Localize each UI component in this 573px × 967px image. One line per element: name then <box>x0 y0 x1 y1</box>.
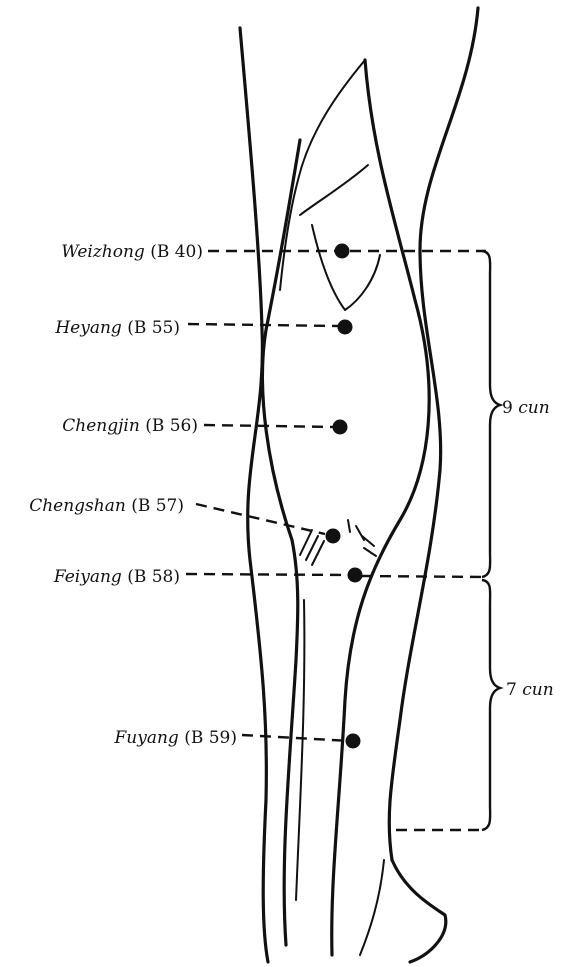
calf-belly-line <box>300 165 368 215</box>
leader-fuyang <box>242 735 350 741</box>
leader-chengshan <box>196 504 325 534</box>
heel-outline <box>392 860 446 962</box>
leader-chengjin <box>204 425 336 427</box>
point-heyang <box>338 320 353 335</box>
calf-inner-left <box>262 140 300 945</box>
leader-feiyang <box>186 574 350 575</box>
point-feiyang <box>348 568 363 583</box>
point-labels: Weizhong (B 40) Heyang (B 55) Chengjin (… <box>29 242 237 748</box>
leg-outline-left <box>240 28 268 962</box>
measure-9-cun: 9 cun <box>502 398 550 418</box>
bracket-7-cun <box>482 580 500 830</box>
popliteal-fold <box>312 225 380 310</box>
calf-inner-right <box>332 60 429 955</box>
measurement-brackets <box>482 251 500 830</box>
chengshan-hatching <box>300 520 376 565</box>
acupoints <box>326 244 363 749</box>
point-weizhong <box>335 244 350 259</box>
label-chengshan: Chengshan (B 57) <box>29 496 184 516</box>
measure-7-cun: 7 cun <box>506 680 554 700</box>
leader-feiyang-extension <box>362 576 486 577</box>
label-heyang: Heyang (B 55) <box>54 318 180 338</box>
bracket-9-cun <box>482 251 500 577</box>
measurement-labels: 9 cun 7 cun <box>502 398 554 700</box>
point-chengshan <box>326 529 341 544</box>
label-chengjin: Chengjin (B 56) <box>62 416 198 436</box>
label-feiyang: Feiyang (B 58) <box>53 567 180 587</box>
leg-illustration <box>240 8 478 962</box>
leader-heyang <box>188 324 340 326</box>
point-chengjin <box>333 420 348 435</box>
heel-inner <box>360 860 384 955</box>
point-fuyang <box>346 734 361 749</box>
label-weizhong: Weizhong (B 40) <box>61 242 203 262</box>
leg-outline-right <box>389 8 478 860</box>
label-fuyang: Fuyang (B 59) <box>113 728 237 748</box>
